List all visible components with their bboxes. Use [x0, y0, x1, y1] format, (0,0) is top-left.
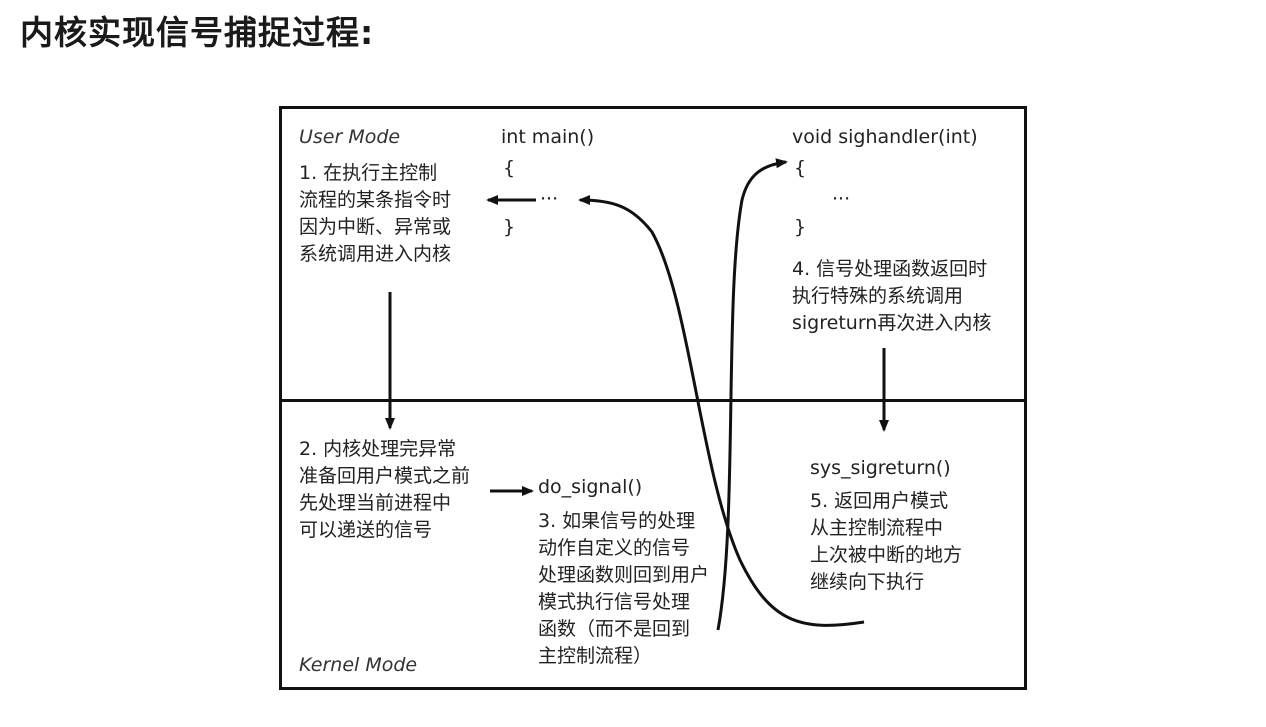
step-3-line: 主控制流程）	[538, 645, 653, 667]
arrow-to-sighandler	[716, 158, 788, 631]
step-1-line: 1. 在执行主控制	[299, 162, 438, 184]
step-2-text: 2. 内核处理完异常 准备回用户模式之前 先处理当前进程中 可以递送的信号	[299, 436, 470, 544]
handler-close-brace: }	[794, 216, 807, 238]
do-signal-label: do_signal()	[538, 476, 643, 498]
step-1-line: 系统调用进入内核	[299, 243, 452, 265]
step-5-line: 上次被中断的地方	[810, 544, 963, 566]
page-title: 内核实现信号捕捉过程:	[20, 13, 375, 52]
main-close-brace: }	[503, 216, 516, 238]
step-4-line: sigreturn再次进入内核	[792, 312, 992, 334]
main-signature: int main()	[501, 126, 595, 148]
handler-open-brace: {	[794, 157, 807, 179]
step-4-line: 4. 信号处理函数返回时	[792, 258, 988, 280]
step-2-line: 可以递送的信号	[299, 519, 433, 541]
step-2-line: 2. 内核处理完异常	[299, 438, 457, 460]
signal-flow-diagram	[279, 106, 1027, 690]
step-2-line: 准备回用户模式之前	[299, 465, 471, 487]
sys-sigreturn-label: sys_sigreturn()	[810, 457, 951, 479]
step-3-line: 函数（而不是回到	[538, 618, 691, 640]
step-3-line: 3. 如果信号的处理	[538, 510, 696, 532]
step-1-line: 因为中断、异常或	[299, 216, 452, 238]
step-3-line: 处理函数则回到用户	[538, 564, 710, 586]
step-2-line: 先处理当前进程中	[299, 492, 452, 514]
step-5-line: 继续向下执行	[810, 571, 925, 593]
step-3-text: 3. 如果信号的处理 动作自定义的信号 处理函数则回到用户 模式执行信号处理 函…	[538, 508, 709, 670]
step-5-line: 从主控制流程中	[810, 517, 944, 539]
mode-divider	[279, 399, 1027, 402]
step-3-line: 模式执行信号处理	[538, 591, 691, 613]
step-3-line: 动作自定义的信号	[538, 537, 691, 559]
step-5-text: 5. 返回用户模式 从主控制流程中 上次被中断的地方 继续向下执行	[810, 488, 962, 596]
arrow-return-to-main	[578, 195, 865, 627]
main-open-brace: {	[503, 157, 516, 179]
handler-ellipsis: ···	[832, 188, 851, 210]
main-ellipsis: ···	[540, 188, 559, 210]
step-4-text: 4. 信号处理函数返回时 执行特殊的系统调用 sigreturn再次进入内核	[792, 256, 991, 337]
user-mode-label: User Mode	[299, 126, 401, 148]
kernel-mode-label: Kernel Mode	[299, 654, 418, 676]
handler-signature: void sighandler(int)	[792, 126, 978, 148]
step-5-line: 5. 返回用户模式	[810, 490, 949, 512]
step-1-text: 1. 在执行主控制 流程的某条指令时 因为中断、异常或 系统调用进入内核	[299, 160, 451, 268]
step-4-line: 执行特殊的系统调用	[792, 285, 964, 307]
step-1-line: 流程的某条指令时	[299, 189, 452, 211]
